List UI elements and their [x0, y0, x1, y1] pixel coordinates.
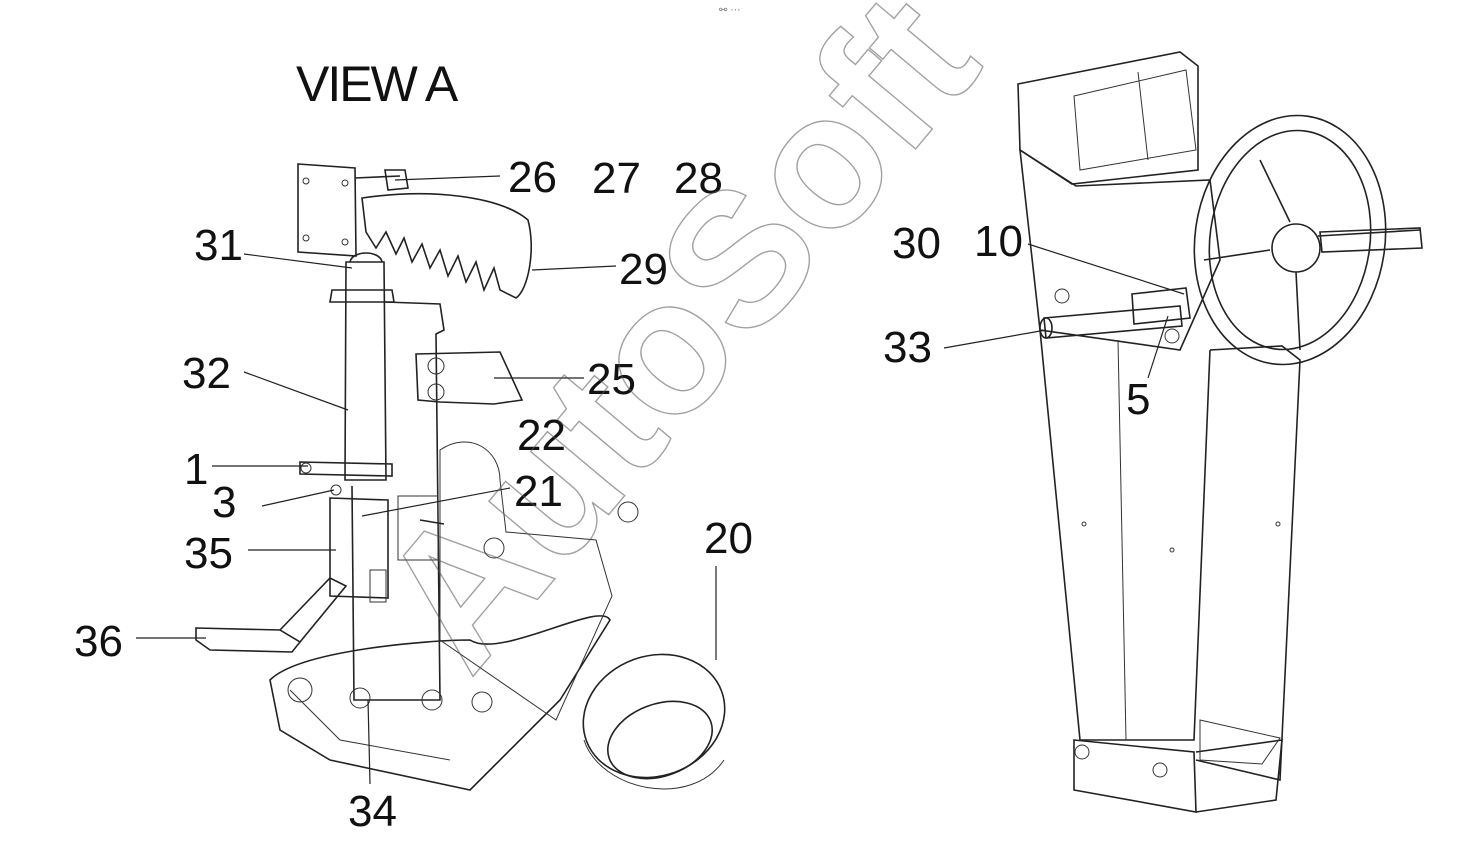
- callout-5: 5: [1126, 375, 1150, 424]
- callout-31: 31: [194, 221, 243, 270]
- callout-29: 29: [619, 245, 668, 294]
- callout-33: 33: [883, 323, 932, 372]
- callout-10: 10: [974, 217, 1023, 266]
- callout-25: 25: [587, 355, 636, 404]
- callout-21: 21: [514, 467, 563, 516]
- callout-22: 22: [517, 411, 566, 460]
- callout-32: 32: [182, 349, 231, 398]
- callout-3: 3: [212, 478, 236, 527]
- steering-column-assembly: [1017, 51, 1423, 813]
- view-title: VIEW A: [296, 56, 459, 112]
- callout-28: 28: [674, 154, 723, 203]
- callout-1: 1: [184, 445, 208, 494]
- callout-27: 27: [592, 154, 641, 203]
- callout-30: 30: [892, 219, 941, 268]
- callouts: 26 27 28 31 29 32 25 22 1 21 3 20 35 36 …: [74, 153, 1150, 836]
- callout-20: 20: [704, 514, 753, 563]
- view-a-assembly: [195, 163, 726, 791]
- callout-35: 35: [184, 529, 233, 578]
- leader-lines: [136, 175, 1185, 785]
- callout-34: 34: [348, 787, 397, 836]
- link-more-icon[interactable]: ⚯ ⋯: [719, 5, 741, 16]
- callout-36: 36: [74, 617, 123, 666]
- callout-26: 26: [508, 153, 557, 202]
